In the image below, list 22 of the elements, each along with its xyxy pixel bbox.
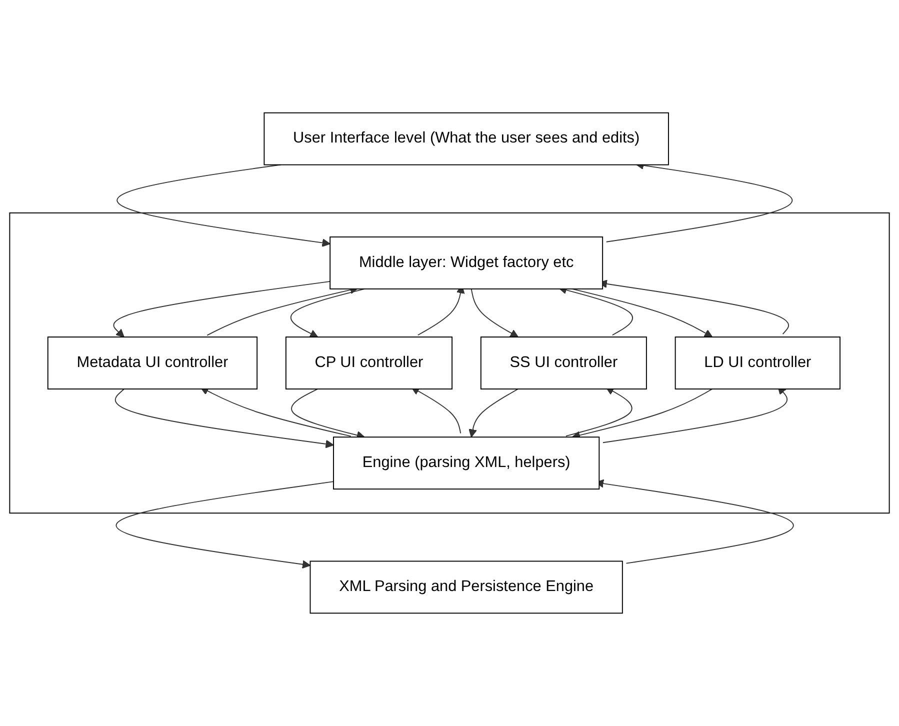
node-box: User Interface level (What the user sees and edits) xyxy=(264,112,669,166)
arrow xyxy=(113,280,331,338)
arrow xyxy=(291,388,365,440)
node-box: SS UI controller xyxy=(480,336,647,390)
arrow xyxy=(572,388,713,440)
node-box: Middle layer: Widget factory etc xyxy=(330,236,604,290)
arrow xyxy=(411,386,462,434)
cluster xyxy=(9,212,890,514)
node-box: XML Parsing and Persistence Engine xyxy=(310,560,623,614)
arrow xyxy=(116,164,330,247)
arrow xyxy=(470,288,519,338)
arrow xyxy=(200,387,352,437)
arrow xyxy=(116,481,334,569)
arrow xyxy=(572,288,713,338)
arrow xyxy=(290,288,366,338)
node-box: Engine (parsing XML, helpers) xyxy=(333,436,600,490)
arrow xyxy=(565,386,632,437)
node-box: LD UI controller xyxy=(674,336,840,390)
node-box: Metadata UI controller xyxy=(47,336,258,390)
arrow xyxy=(468,388,519,438)
node-box: CP UI controller xyxy=(285,336,453,390)
arrow xyxy=(114,388,334,448)
